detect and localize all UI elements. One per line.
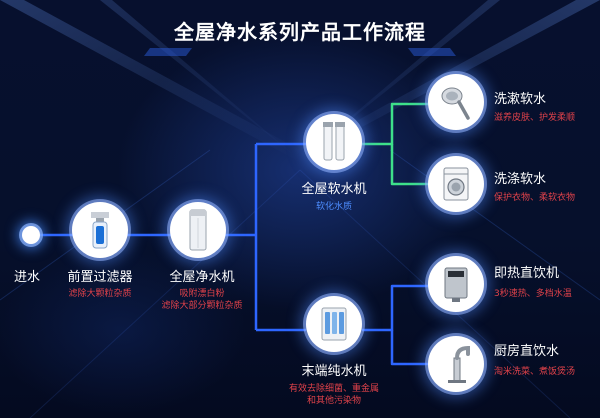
laundry-soft-label: 洗涤软水 [494, 172, 547, 187]
water-softener-node [306, 114, 362, 170]
terminal-purifier-icon [321, 307, 347, 341]
diagram-title: 全屋净水系列产品工作流程 [174, 20, 426, 44]
washing-machine-icon [443, 167, 469, 201]
instant-heater-icon [444, 267, 468, 302]
kitchen-faucet-node [428, 336, 484, 392]
shower-head-icon [441, 87, 470, 120]
wire-to-instant-heater [362, 284, 428, 332]
wash-soft-label: 洗漱软水 [494, 92, 547, 107]
shower-node [428, 74, 484, 130]
wire-to-shower [362, 102, 428, 146]
inlet-label: 进水 [14, 270, 41, 285]
terminal-purifier-desc-2: 和其他污染物 [306, 396, 362, 406]
kitchen-faucet-icon [448, 345, 470, 383]
whole-house-purifier-icon [189, 209, 207, 251]
whole-house-purifier-label: 全屋净水机 [169, 270, 235, 285]
wire-to-kitchen-faucet [390, 330, 428, 366]
water-inlet-point [22, 226, 40, 244]
washing-machine-node [428, 156, 484, 212]
laundry-soft-desc: 保护衣物、柔软衣物 [494, 193, 576, 203]
whole-house-purifier-node [170, 202, 226, 258]
instant-heater-node [428, 256, 484, 312]
wire-to-washing-machine [390, 144, 428, 186]
wash-soft-desc: 滋养皮肤、护发柔顺 [494, 113, 576, 123]
water-softener-desc: 软化水质 [315, 202, 353, 212]
instant-drink-label: 即热直饮机 [494, 266, 560, 281]
whole-house-purifier-desc-1: 吸附漂白粉 [179, 289, 225, 299]
instant-drink-desc: 3秒速热、多档水温 [494, 289, 572, 299]
terminal-purifier-node [306, 296, 362, 352]
pre-filter-node [72, 202, 128, 258]
water-softener-label: 全屋软水机 [301, 182, 367, 197]
kitchen-drink-desc: 淘米洗菜、煮饭煲汤 [494, 367, 576, 377]
pre-filter-desc: 滤除大颗粒杂质 [68, 289, 132, 299]
terminal-purifier-desc-1: 有效去除细菌、重金属 [288, 384, 380, 394]
water-softener-icon [323, 122, 345, 161]
whole-house-purifier-desc-2: 滤除大部分颗粒杂质 [161, 301, 243, 311]
kitchen-drink-label: 厨房直饮水 [494, 344, 560, 359]
pre-filter-icon [91, 212, 109, 249]
terminal-purifier-label: 末端纯水机 [301, 364, 367, 379]
pre-filter-label: 前置过滤器 [67, 270, 133, 285]
